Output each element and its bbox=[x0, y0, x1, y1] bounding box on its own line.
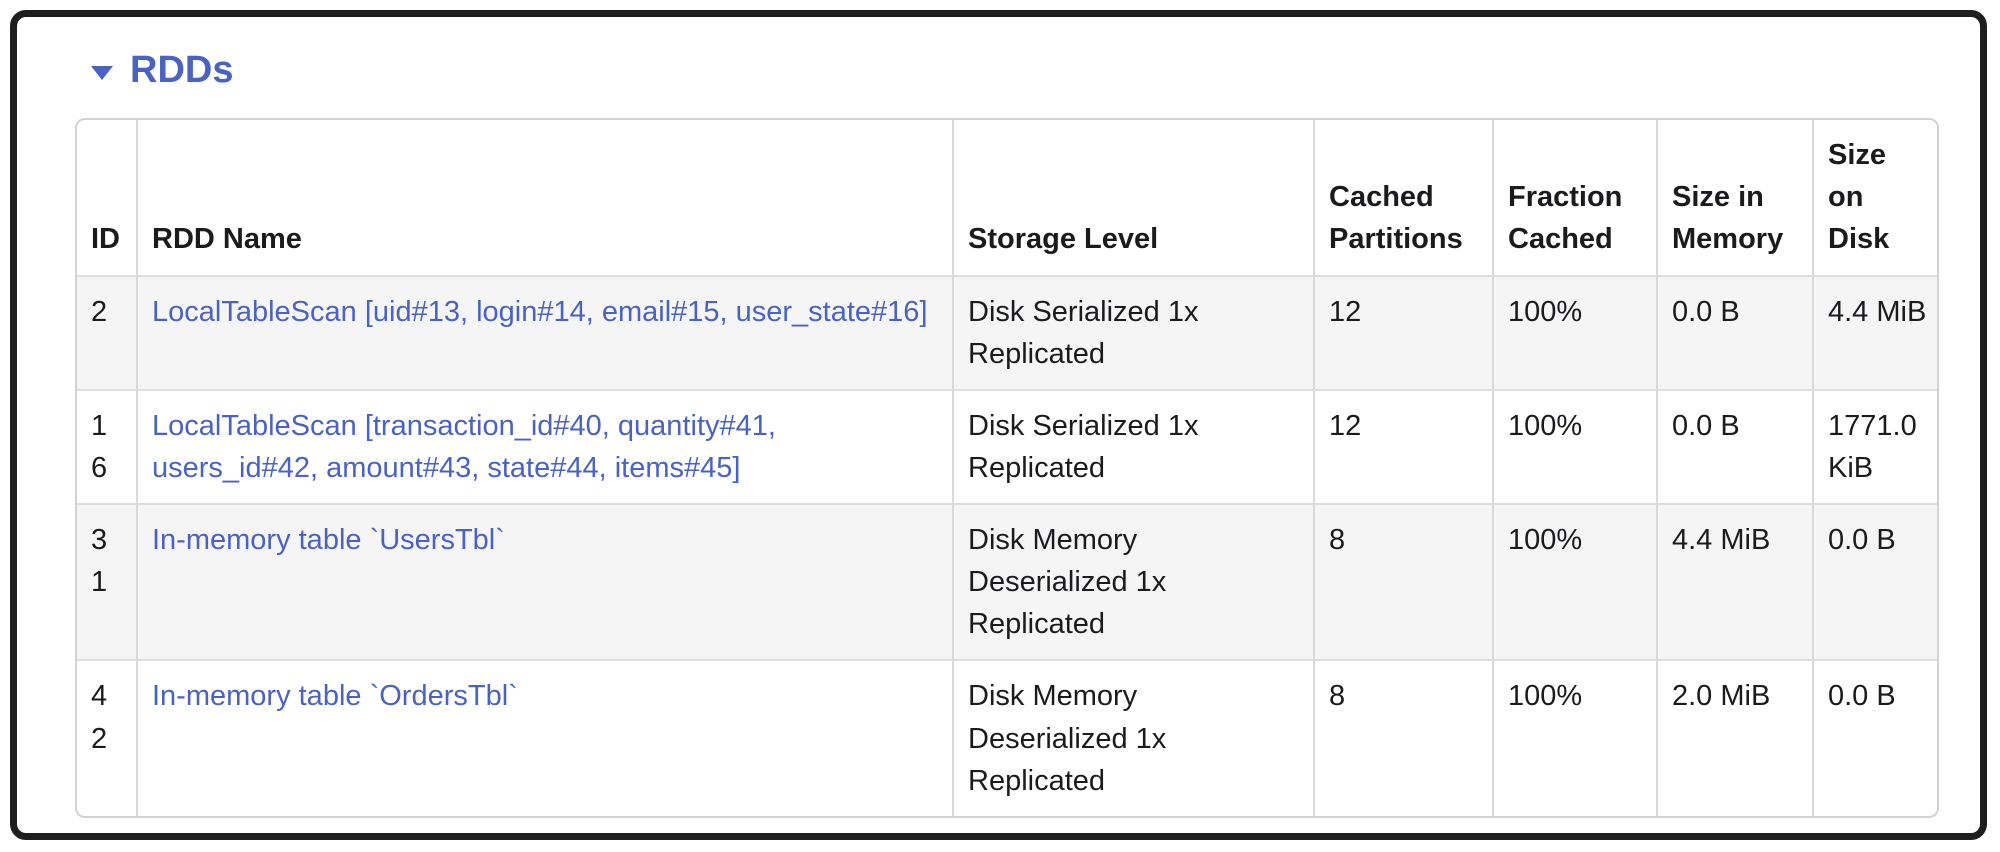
storage-page-content: RDDs ID RDD Name Storage Level Cached Pa… bbox=[17, 17, 1980, 818]
size-in-memory-cell: 2.0 MiB bbox=[1658, 659, 1814, 816]
window-frame: RDDs ID RDD Name Storage Level Cached Pa… bbox=[10, 10, 1987, 840]
rdds-table-frame: ID RDD Name Storage Level Cached Partiti… bbox=[75, 118, 1939, 818]
caret-down-icon bbox=[91, 65, 113, 80]
rdd-id-cell: 31 bbox=[77, 503, 138, 660]
cached-partitions-cell: 8 bbox=[1315, 503, 1494, 660]
table-row: 31 In-memory table `UsersTbl` Disk Memor… bbox=[77, 503, 1937, 660]
section-title-label: RDDs bbox=[130, 49, 234, 91]
fraction-cached-cell: 100% bbox=[1494, 275, 1658, 390]
table-row: 16 LocalTableScan [transaction_id#40, qu… bbox=[77, 389, 1937, 504]
column-header-fraction-cached: Fraction Cached bbox=[1494, 120, 1658, 276]
rdd-name-link[interactable]: LocalTableScan [uid#13, login#14, email#… bbox=[152, 296, 928, 329]
size-in-memory-cell: 4.4 MiB bbox=[1658, 503, 1814, 660]
size-on-disk-cell: 1771.0 KiB bbox=[1814, 389, 1937, 503]
column-header-cached-partitions: Cached Partitions bbox=[1315, 120, 1494, 276]
table-row: 42 In-memory table `OrdersTbl` Disk Memo… bbox=[77, 659, 1937, 816]
size-on-disk-cell: 0.0 B bbox=[1814, 659, 1937, 815]
rdd-id-cell: 42 bbox=[77, 659, 138, 816]
size-in-memory-cell: 0.0 B bbox=[1658, 275, 1814, 390]
rdd-name-cell: In-memory table `OrdersTbl` bbox=[138, 659, 954, 816]
size-in-memory-cell: 0.0 B bbox=[1658, 389, 1814, 504]
cached-partitions-cell: 8 bbox=[1315, 659, 1494, 816]
column-header-id: ID bbox=[77, 120, 138, 276]
rdd-id-cell: 2 bbox=[77, 275, 138, 390]
size-on-disk-cell: 0.0 B bbox=[1814, 503, 1937, 659]
rdd-name-link[interactable]: In-memory table `UsersTbl` bbox=[152, 524, 505, 557]
storage-level-cell: Disk Memory Deserialized 1x Replicated bbox=[954, 659, 1315, 816]
storage-level-cell: Disk Serialized 1x Replicated bbox=[954, 275, 1315, 390]
table-header-row: ID RDD Name Storage Level Cached Partiti… bbox=[77, 120, 1937, 276]
column-header-rdd-name: RDD Name bbox=[138, 120, 954, 276]
column-header-storage-level: Storage Level bbox=[954, 120, 1315, 276]
storage-level-cell: Disk Memory Deserialized 1x Replicated bbox=[954, 503, 1315, 660]
fraction-cached-cell: 100% bbox=[1494, 389, 1658, 504]
rdds-table: ID RDD Name Storage Level Cached Partiti… bbox=[77, 120, 1937, 816]
fraction-cached-cell: 100% bbox=[1494, 659, 1658, 816]
rdd-name-link[interactable]: In-memory table `OrdersTbl` bbox=[152, 680, 518, 713]
cached-partitions-cell: 12 bbox=[1315, 389, 1494, 504]
rdd-name-cell: In-memory table `UsersTbl` bbox=[138, 503, 954, 660]
rdd-name-link[interactable]: LocalTableScan [transaction_id#40, quant… bbox=[152, 410, 776, 485]
rdd-id-cell: 16 bbox=[77, 389, 138, 504]
cached-partitions-cell: 12 bbox=[1315, 275, 1494, 390]
rdd-name-cell: LocalTableScan [transaction_id#40, quant… bbox=[138, 389, 954, 504]
storage-level-cell: Disk Serialized 1x Replicated bbox=[954, 389, 1315, 504]
column-header-size-in-memory: Size in Memory bbox=[1658, 120, 1814, 276]
rdds-section-toggle[interactable]: RDDs bbox=[91, 49, 233, 92]
table-row: 2 LocalTableScan [uid#13, login#14, emai… bbox=[77, 275, 1937, 390]
fraction-cached-cell: 100% bbox=[1494, 503, 1658, 660]
rdd-name-cell: LocalTableScan [uid#13, login#14, email#… bbox=[138, 275, 954, 390]
size-on-disk-cell: 4.4 MiB bbox=[1814, 275, 1937, 389]
column-header-size-on-disk: Size on Disk bbox=[1814, 120, 1937, 276]
